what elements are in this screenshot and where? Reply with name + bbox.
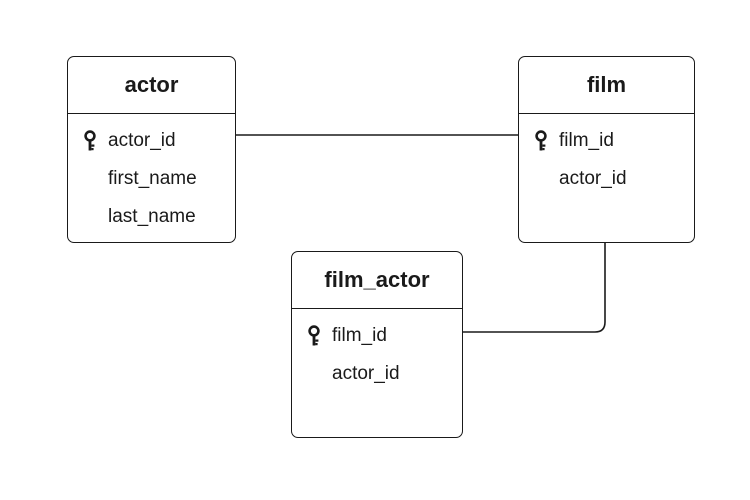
field-row: first_name xyxy=(68,160,235,198)
field-name: film_id xyxy=(332,325,387,346)
field-row: actor_id xyxy=(519,160,694,198)
entity-film-actor[interactable]: film_actor film_id actor_id xyxy=(291,251,463,438)
field-name: film_id xyxy=(559,130,614,151)
field-row: film_id xyxy=(519,122,694,160)
key-icon xyxy=(535,130,547,151)
entity-title: film_actor xyxy=(292,252,462,309)
key-icon xyxy=(308,325,320,346)
entity-fields: film_id actor_id xyxy=(519,114,694,198)
entity-fields: film_id actor_id xyxy=(292,309,462,393)
entity-title: film xyxy=(519,57,694,114)
field-row: actor_id xyxy=(292,355,462,393)
entity-actor[interactable]: actor actor_id first_name last_name xyxy=(67,56,236,243)
entity-fields: actor_id first_name last_name xyxy=(68,114,235,236)
field-name: actor_id xyxy=(108,130,176,151)
entity-film[interactable]: film film_id actor_id xyxy=(518,56,695,243)
key-icon xyxy=(84,130,96,151)
entity-title: actor xyxy=(68,57,235,114)
field-name: last_name xyxy=(108,206,196,227)
field-row: actor_id xyxy=(68,122,235,160)
field-row: film_id xyxy=(292,317,462,355)
field-name: actor_id xyxy=(559,168,627,189)
field-name: actor_id xyxy=(332,363,400,384)
relationship-film-film-actor xyxy=(463,243,606,333)
field-name: first_name xyxy=(108,168,197,189)
field-row: last_name xyxy=(68,198,235,236)
